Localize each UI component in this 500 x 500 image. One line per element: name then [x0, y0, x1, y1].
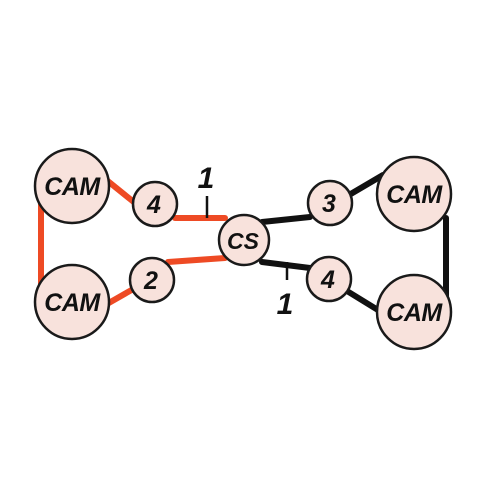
red-link-cam-to-hop2	[104, 285, 138, 307]
cam-node-bottom-right: CAM	[375, 273, 453, 351]
cam-label: CAM	[386, 181, 443, 209]
link-label-top: 1	[198, 162, 215, 195]
black-link-cs-to-hop3	[259, 214, 313, 225]
hop-count-label: 3	[322, 190, 336, 218]
hop-node-bottom-right: 4	[305, 255, 353, 303]
red-link-hop2-to-cs	[165, 255, 228, 265]
hop-node-bottom-left: 2	[128, 256, 176, 304]
hop-node-top-left: 4	[131, 180, 179, 228]
hop-count-label: 2	[143, 267, 158, 295]
cam-node-top-right: CAM	[375, 155, 453, 233]
link-label-bottom: 1	[277, 288, 294, 321]
central-switch-node: CS	[217, 213, 271, 267]
cam-node-bottom-left: CAM	[33, 263, 111, 341]
cam-label: CAM	[44, 173, 101, 201]
cam-label: CAM	[386, 299, 443, 327]
hop-count-label: 4	[146, 191, 161, 219]
black-link-hop3-to-cam	[346, 172, 386, 198]
hop-node-top-right: 3	[306, 179, 354, 227]
cam-label: CAM	[44, 289, 101, 317]
central-switch-label: CS	[227, 228, 260, 254]
cam-node-top-left: CAM	[33, 147, 111, 225]
hop-count-label: 4	[320, 266, 335, 294]
